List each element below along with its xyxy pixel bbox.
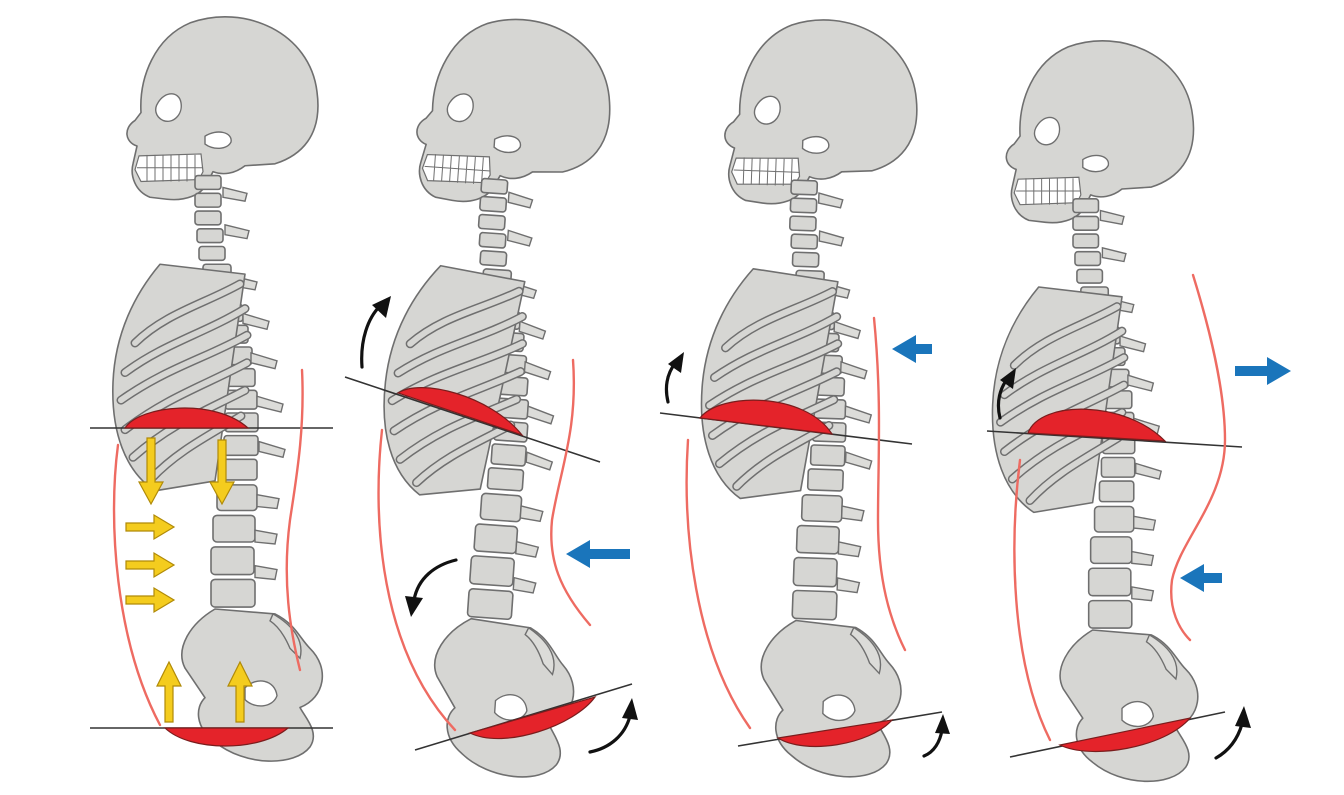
back-muscle-line — [550, 358, 592, 627]
rotation-arrows — [664, 352, 950, 758]
skeleton — [358, 12, 617, 782]
yellow-arrow-icon — [125, 551, 176, 579]
pressure-arrows — [125, 437, 253, 723]
rotation-arrows — [360, 296, 638, 754]
panel-2-overlays — [344, 296, 638, 754]
panel-1-overlays — [90, 368, 333, 747]
curved-black-arrow-icon — [588, 714, 632, 754]
pelvic-floor — [468, 695, 597, 740]
pelvic-floor — [776, 719, 894, 748]
diaphragm — [123, 407, 250, 429]
curved-black-arrow-icon — [360, 304, 382, 369]
curved-black-arrow-icon — [922, 728, 944, 758]
back-muscle-line — [285, 368, 304, 672]
yellow-arrow-icon — [125, 513, 176, 541]
blue-arrow-icon — [1235, 357, 1291, 385]
skeleton — [113, 16, 324, 762]
curved-black-arrow-icon — [412, 558, 458, 602]
curved-black-arrow-icon — [1214, 722, 1244, 760]
blue-arrow-icon — [892, 335, 932, 363]
yellow-arrow-icon — [125, 586, 176, 614]
blue-arrow-icon — [1180, 564, 1222, 592]
yellow-arrow-icon — [227, 660, 253, 723]
diaphragm — [396, 387, 524, 437]
skeleton — [689, 15, 921, 780]
panel-1 — [113, 16, 324, 762]
panel-2 — [358, 12, 617, 782]
yellow-arrow-icon — [137, 437, 165, 506]
blue-arrow-icon — [566, 540, 630, 568]
panel-4-overlays — [986, 273, 1291, 760]
yellow-arrow-icon — [156, 660, 182, 723]
pelvic-floor — [163, 727, 290, 747]
abdominal-wall-line — [112, 443, 162, 727]
diaphragm-plane-line — [344, 376, 601, 463]
rotation-arrows — [996, 368, 1251, 760]
yellow-arrow-icon — [208, 439, 236, 506]
panel-3 — [689, 15, 921, 780]
abdominal-wall-line — [377, 428, 457, 732]
abdominal-wall-line — [685, 438, 752, 730]
panel-3-overlays — [659, 316, 950, 758]
back-muscle-line — [872, 316, 907, 652]
pelvic-floor — [1058, 717, 1192, 753]
abdominal-wall-line — [1013, 458, 1052, 742]
diaphragm — [698, 399, 834, 435]
diaphragm — [1027, 408, 1167, 442]
back-muscle-line — [1170, 273, 1227, 642]
